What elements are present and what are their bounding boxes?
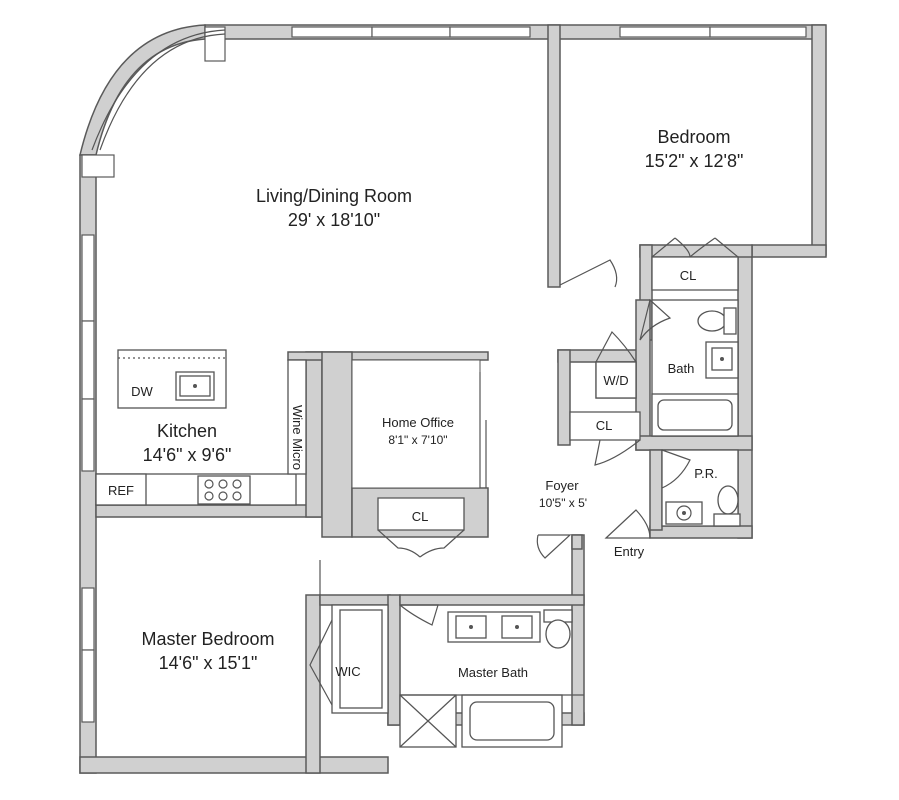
bath-name: Bath: [668, 361, 695, 376]
living-room-name: Living/Dining Room: [256, 186, 412, 206]
bedroom-name: Bedroom: [657, 127, 730, 147]
master-bath-name: Master Bath: [458, 665, 528, 680]
entry-label: Entry: [614, 544, 645, 559]
wd-label: W/D: [603, 373, 628, 388]
living-room-dims: 29' x 18'10": [288, 210, 380, 230]
master-bedroom-dims: 14'6" x 15'1": [159, 653, 258, 673]
foyer-name: Foyer: [545, 478, 579, 493]
kitchen-name: Kitchen: [157, 421, 217, 441]
kitchen-dims: 14'6" x 9'6": [143, 445, 232, 465]
room-labels: Living/Dining Room 29' x 18'10" Bedroom …: [108, 127, 743, 680]
dw-label: DW: [131, 384, 153, 399]
wine-micro-label: Wine Micro: [290, 405, 305, 470]
wic-label: WIC: [335, 664, 360, 679]
bedroom-dims: 15'2" x 12'8": [645, 151, 744, 171]
office-dims: 8'1" x 7'10": [388, 433, 447, 447]
foyer-closet-label: CL: [596, 418, 613, 433]
foyer-dims: 10'5" x 5': [539, 496, 587, 510]
ref-label: REF: [108, 483, 134, 498]
windows: [81, 26, 807, 723]
fixtures: [95, 237, 741, 748]
pr-label: P.R.: [694, 466, 718, 481]
master-bedroom-name: Master Bedroom: [141, 629, 274, 649]
office-closet-label: CL: [412, 509, 429, 524]
bedroom-closet-label: CL: [680, 268, 697, 283]
office-name: Home Office: [382, 415, 454, 430]
